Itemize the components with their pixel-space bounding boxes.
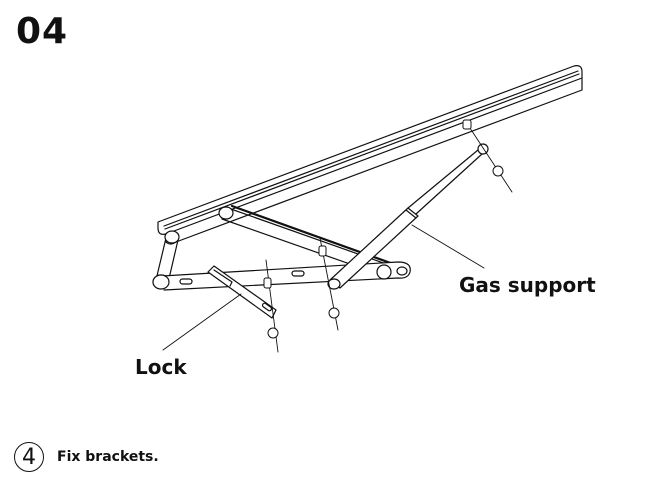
step-number-heading: 04 xyxy=(16,11,69,52)
step-index-circle: 4 xyxy=(14,442,44,472)
nuts xyxy=(263,119,504,339)
leader-lines xyxy=(162,224,485,351)
rail xyxy=(157,65,583,245)
lock-label: Lock xyxy=(135,355,187,379)
instruction-row: 4 Fix brackets. xyxy=(14,442,159,472)
lock-bracket xyxy=(207,265,277,319)
instruction-text: Fix brackets. xyxy=(57,449,159,465)
gas-support-label: Gas support xyxy=(459,273,596,297)
lower-bar xyxy=(152,261,411,291)
